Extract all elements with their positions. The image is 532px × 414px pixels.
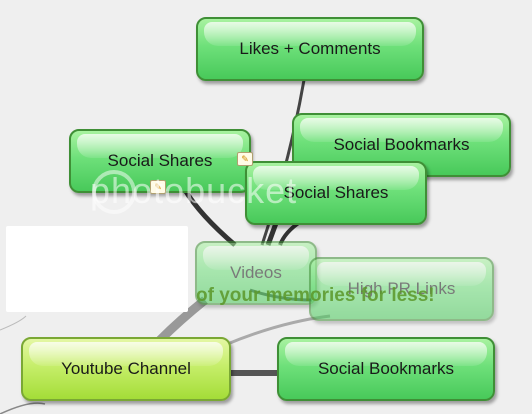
node-label: Social Bookmarks — [333, 135, 470, 154]
node-label: Social Bookmarks — [317, 359, 455, 378]
watermark-logo: photobucket — [90, 170, 298, 211]
note-icon[interactable]: ✎ — [150, 180, 166, 194]
node-label: Videos — [230, 263, 282, 282]
node-social-shares-mid[interactable]: Social Shares — [245, 161, 427, 225]
watermark-tagline: of your memories for less! — [196, 285, 435, 306]
watermark-ring-icon — [92, 170, 136, 214]
white-patch — [6, 226, 188, 312]
node-social-bookmarks-bottom[interactable]: Social Bookmarks — [277, 337, 495, 401]
node-label: High PR Links — [347, 279, 456, 298]
background-curve — [0, 402, 46, 414]
note-icon[interactable]: ✎ — [237, 152, 253, 166]
node-youtube-channel[interactable]: Youtube Channel — [21, 337, 231, 401]
node-label: Social Shares — [107, 151, 213, 170]
node-likes-comments[interactable]: Likes + Comments — [196, 17, 424, 81]
node-high-pr-links[interactable]: High PR Links — [309, 257, 494, 321]
node-videos[interactable]: Videos — [195, 241, 317, 305]
node-label: Likes + Comments — [239, 39, 381, 58]
node-label: Social Shares — [283, 183, 389, 202]
background-curve — [0, 315, 27, 331]
node-label: Youtube Channel — [61, 359, 191, 378]
connector-ss-left — [182, 188, 237, 247]
